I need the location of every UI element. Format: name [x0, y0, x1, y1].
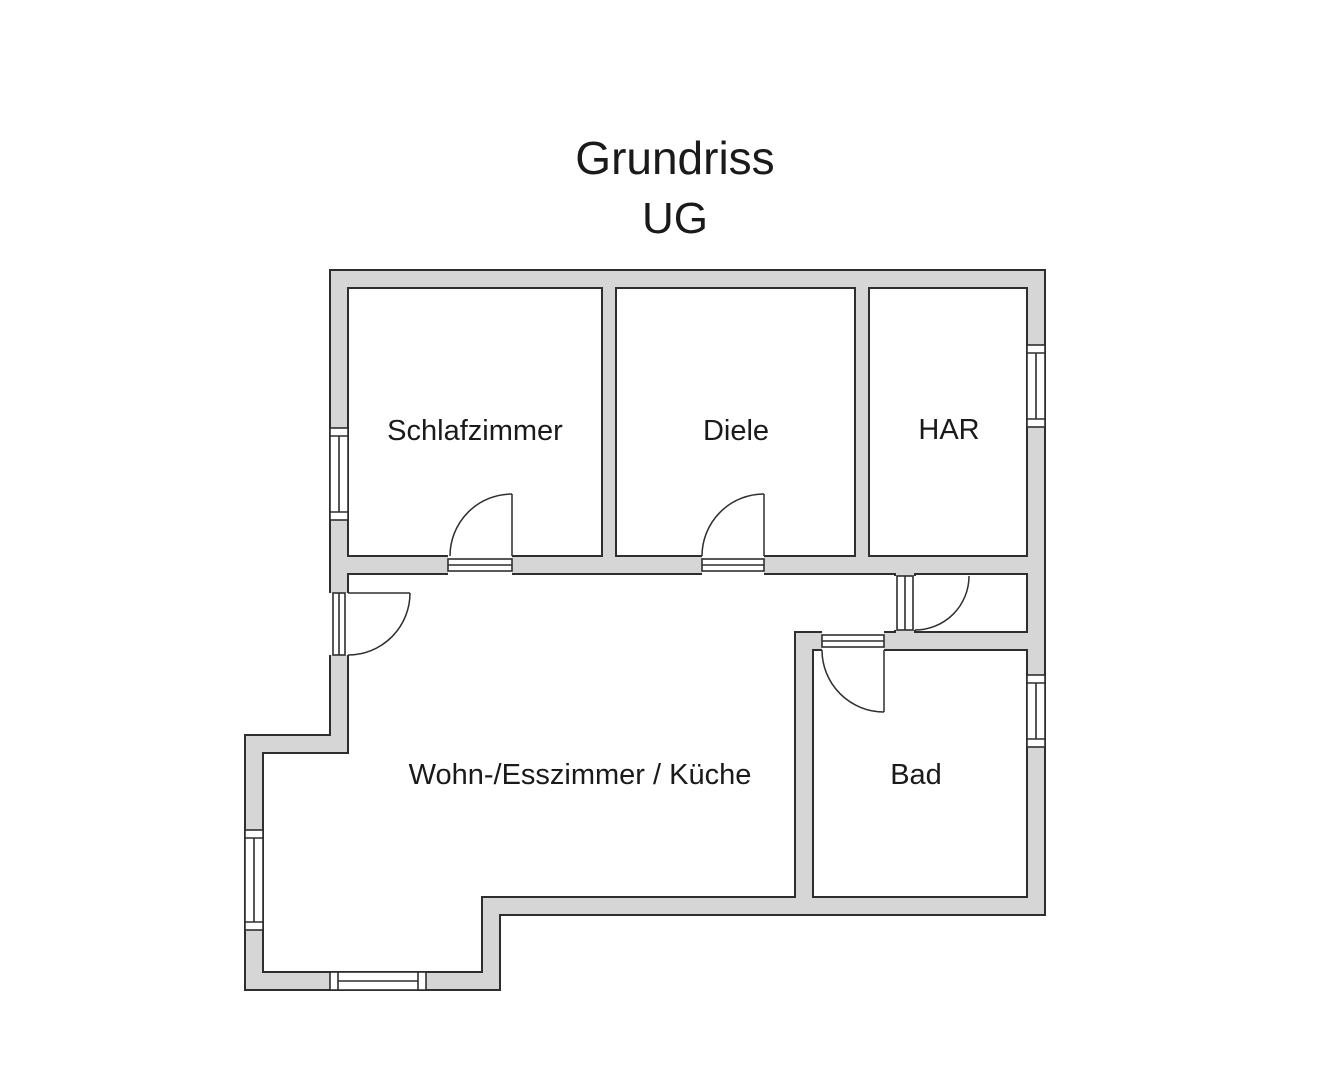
door-panel-vestibule: [896, 575, 914, 631]
page-subtitle: UG: [642, 194, 708, 243]
page-title: Grundriss: [575, 132, 774, 184]
window-wohn-bottom: [329, 971, 427, 991]
door-panel-entrance: [332, 592, 346, 656]
room-label-diele: Diele: [703, 415, 769, 447]
window-har-right: [1026, 344, 1046, 428]
door-swing-vestibule: [914, 575, 970, 631]
door-swing-entrance: [347, 592, 411, 656]
door-swing-schlafzimmer: [449, 493, 513, 557]
window-schlafzimmer-left: [329, 427, 349, 521]
door-panel-bad: [821, 634, 885, 648]
door-swing-bad: [821, 649, 885, 713]
room-label-schlafzimmer: Schlafzimmer: [387, 415, 563, 447]
door-swing-diele: [701, 493, 765, 557]
room-label-wohn-esszimmer-kueche: Wohn-/Esszimmer / Küche: [409, 759, 752, 791]
room-vestibule: [914, 573, 1028, 633]
room-har: [868, 287, 1028, 557]
room-bad: [812, 649, 1028, 898]
room-schlafzimmer: [347, 287, 603, 557]
room-label-bad: Bad: [890, 759, 942, 791]
door-panel-diele: [701, 558, 765, 572]
window-bad-right: [1026, 674, 1046, 748]
door-panel-schlafzimmer: [447, 558, 513, 572]
window-wohn-left: [244, 829, 264, 931]
room-label-har: HAR: [918, 414, 979, 446]
